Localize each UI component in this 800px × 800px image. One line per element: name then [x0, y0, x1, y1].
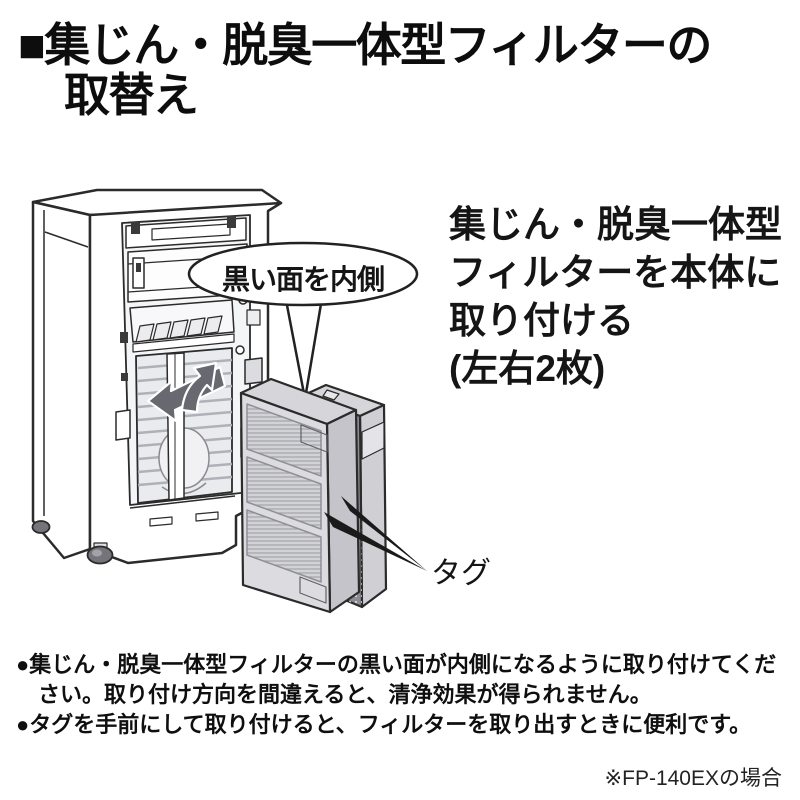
instruction-line: (左右2枚) — [449, 348, 606, 389]
page-title-line2: 取替え — [64, 69, 199, 121]
front-filter — [239, 377, 361, 614]
tag-label: タグ — [431, 557, 491, 590]
instruction-text: 集じん・脱臭一体型 フィルターを本体に 取り付ける (左右2枚) — [449, 201, 782, 393]
speech-bubble-label: 黒い面を内側 — [221, 264, 385, 295]
tag-pointer-arrows-icon — [324, 496, 427, 571]
notes-list: ●集じん・脱臭一体型フィルターの黒い面が内側になるように取り付けてくだ さい。取… — [16, 650, 796, 740]
page-title-line1: ■集じん・脱臭一体型フィルターの — [18, 19, 712, 71]
note-line: ●タグを手前にして取り付けると、フィルターを取り出すときに便利です。 — [16, 712, 752, 737]
instruction-line: 集じん・脱臭一体型 — [449, 204, 782, 245]
instruction-line: 取り付ける — [449, 300, 634, 341]
air-purifier-body — [31, 188, 283, 565]
page-title: ■集じん・脱臭一体型フィルターの 取替え — [18, 19, 712, 121]
note-line: さい。取り付け方向を間違えると、清浄効果が得られません。 — [38, 682, 652, 707]
instruction-line: フィルターを本体に — [449, 252, 782, 293]
insertion-direction-arrows-icon — [146, 361, 227, 423]
speech-bubble — [187, 241, 419, 401]
model-footnote: ※FP-140EXの場合 — [604, 767, 782, 790]
note-line: ●集じん・脱臭一体型フィルターの黒い面が内側になるように取り付けてくだ — [16, 652, 777, 677]
